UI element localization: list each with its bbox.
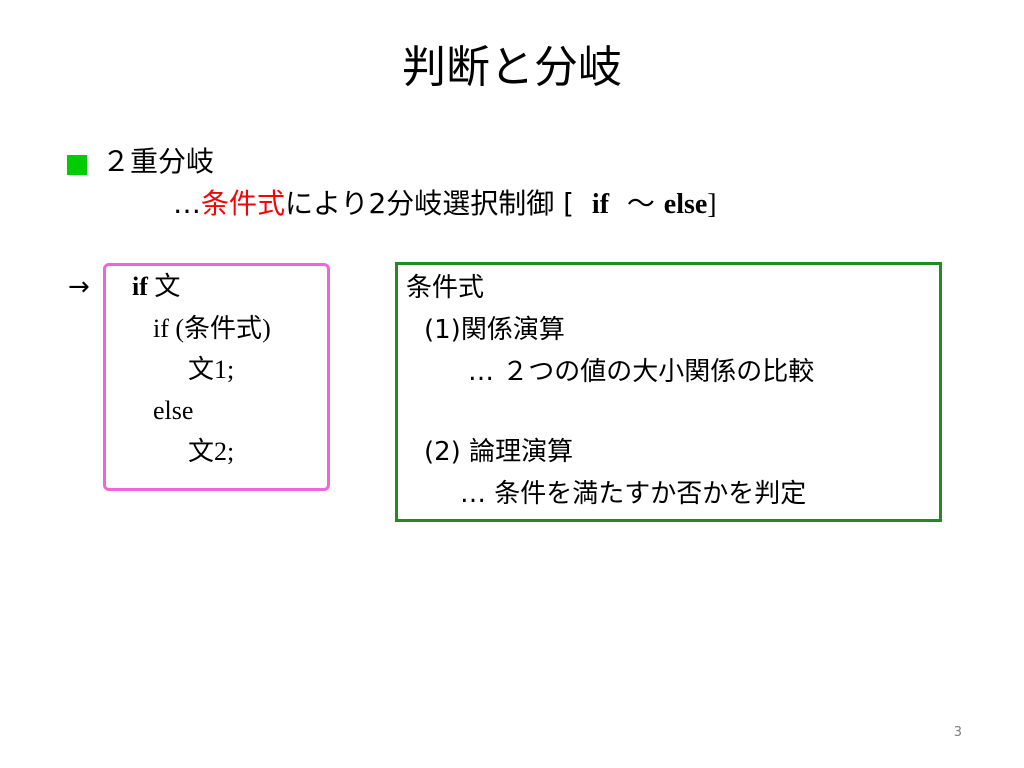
code-line5-jp: 文 — [188, 437, 215, 467]
page-number: 3 — [953, 725, 962, 740]
bullet-square-icon — [67, 155, 87, 175]
info-item-2: (2) 論理演算 — [424, 437, 574, 467]
info-item-1: (1)関係演算 — [424, 315, 565, 345]
code-line2-b: ) — [262, 314, 271, 343]
condition-info-box — [395, 262, 942, 522]
info-item-1-desc: … ２つの値の大小関係の比較 — [468, 357, 815, 387]
code-line-2: if (条件式) — [153, 309, 271, 349]
code-line-4: else — [153, 396, 194, 425]
code-line-1: if 文 — [132, 267, 180, 307]
subline-kw-if: if — [591, 189, 610, 220]
code-line-3: 文1; — [188, 350, 234, 390]
code-line-5: 文2; — [188, 432, 234, 472]
subline-close: ] — [707, 189, 717, 220]
code-line3-jp: 文 — [188, 355, 215, 385]
subline-kw-else: else — [663, 189, 708, 220]
code-box — [103, 263, 330, 491]
info-heading: 条件式 — [406, 273, 485, 303]
code-line2-a: if ( — [153, 314, 185, 343]
slide-title: 判断と分岐 — [402, 42, 622, 93]
arrow-right-icon: → — [68, 272, 90, 302]
code-line5-b: 2; — [214, 437, 235, 466]
subline-prefix: … — [173, 187, 201, 220]
subline-tilde: ～ — [626, 187, 655, 220]
subtitle-line: …条件式により2分岐選択制御 [ if ～ else] — [173, 184, 717, 225]
code-line3-b: 1; — [214, 355, 235, 384]
subline-highlight: 条件式 — [201, 187, 286, 220]
info-item-2-desc: … 条件を満たすか否かを判定 — [460, 479, 807, 509]
code-kw-if: if — [132, 272, 148, 301]
bullet-text: ２重分岐 — [102, 145, 215, 178]
subline-middle: により2分岐選択制御 [ — [285, 187, 575, 220]
code-line1-jp: 文 — [154, 272, 181, 302]
code-line2-jp: 条件式 — [184, 314, 263, 344]
